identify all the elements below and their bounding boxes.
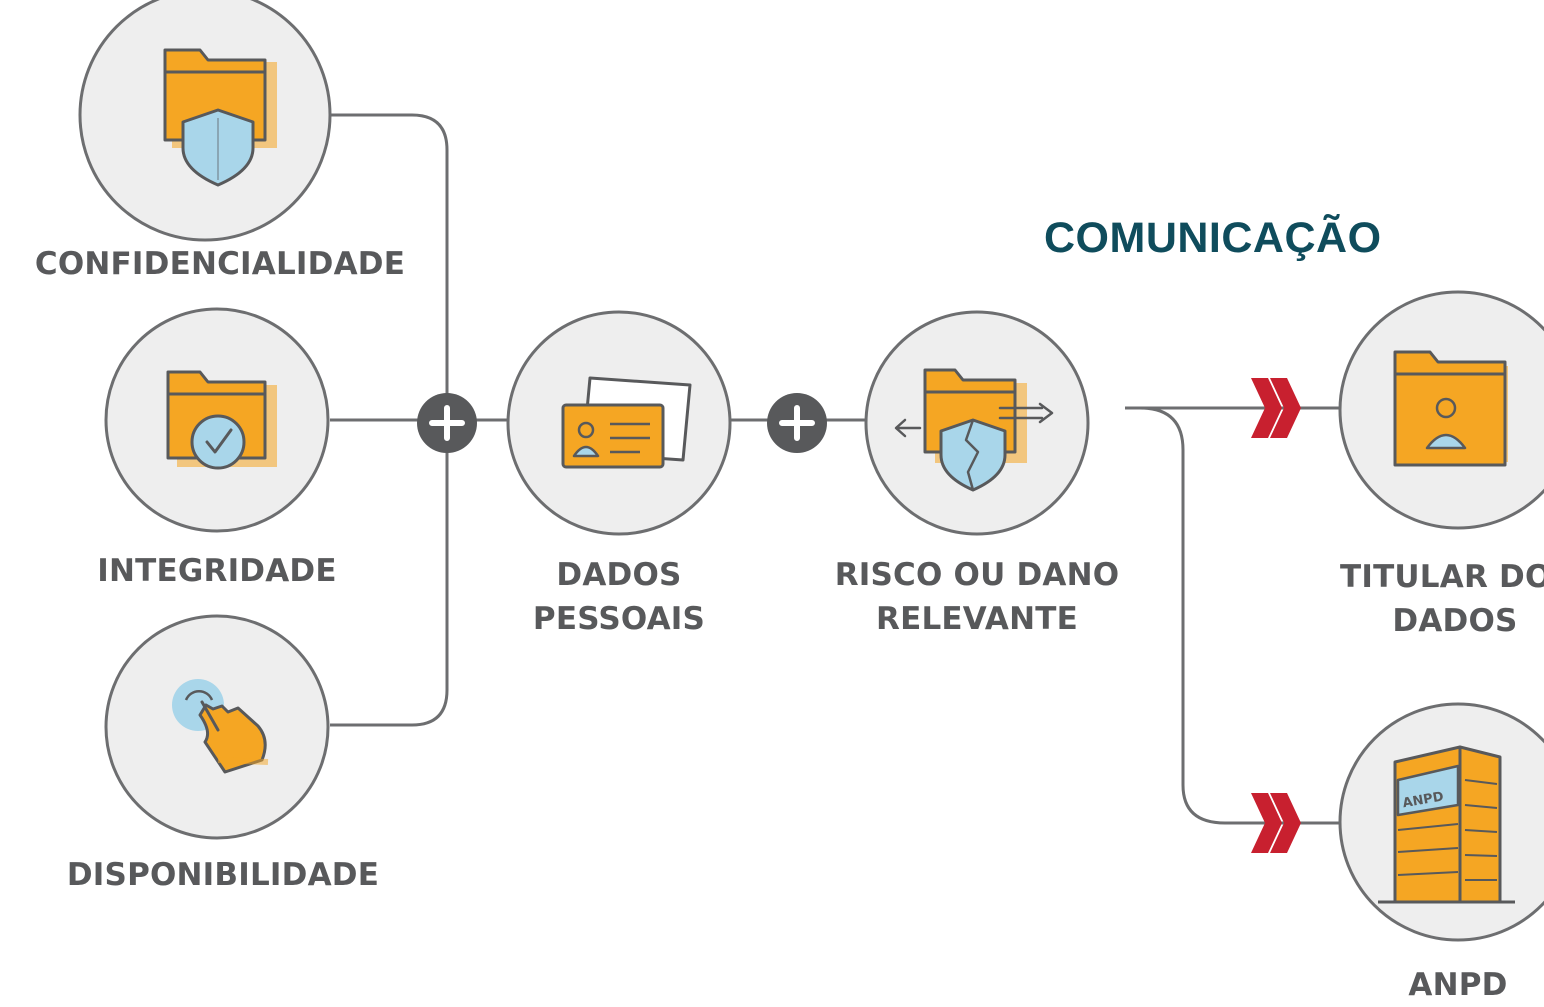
label-dados-pessoais-line2: PESSOAIS: [532, 601, 706, 637]
label-dados-pessoais: DADOS PESSOAIS: [519, 553, 719, 641]
double-chevron-icon: [1251, 793, 1301, 853]
label-integridade: INTEGRIDADE: [97, 553, 337, 589]
label-titular-line2: DADOS: [1392, 603, 1518, 639]
label-risco-line1: RISCO OU DANO: [834, 557, 1120, 593]
label-dados-pessoais-line1: DADOS: [556, 557, 682, 593]
label-risco-line2: RELEVANTE: [876, 601, 1078, 637]
heading-comunicacao: COMUNICAÇÃO: [1044, 214, 1382, 262]
label-titular-line1: TITULAR DOS: [1340, 559, 1544, 595]
connector-branch: [1139, 406, 1345, 825]
folder-person-icon: [1393, 350, 1508, 467]
label-disponibilidade: DISPONIBILIDADE: [66, 857, 380, 893]
touch-hand-icon: [172, 679, 269, 774]
circles: [78, 0, 1544, 942]
label-titular: TITULAR DOS DADOS: [1340, 555, 1544, 643]
folder-shield-icon: [163, 48, 277, 187]
double-chevron-icon: [1251, 378, 1301, 438]
building-sign: ANPD: [1402, 789, 1445, 811]
id-card-icon: [561, 376, 692, 469]
label-confidencialidade: CONFIDENCIALIDADE: [34, 246, 406, 282]
plus-icon: [767, 393, 827, 453]
plus-icon: [417, 393, 477, 453]
folder-broken-shield-icon: [894, 368, 1054, 492]
label-anpd: ANPD: [1408, 967, 1508, 1003]
building-icon: ANPD: [1378, 745, 1515, 904]
label-risco: RISCO OU DANO RELEVANTE: [822, 553, 1132, 641]
folder-check-icon: [166, 370, 277, 470]
